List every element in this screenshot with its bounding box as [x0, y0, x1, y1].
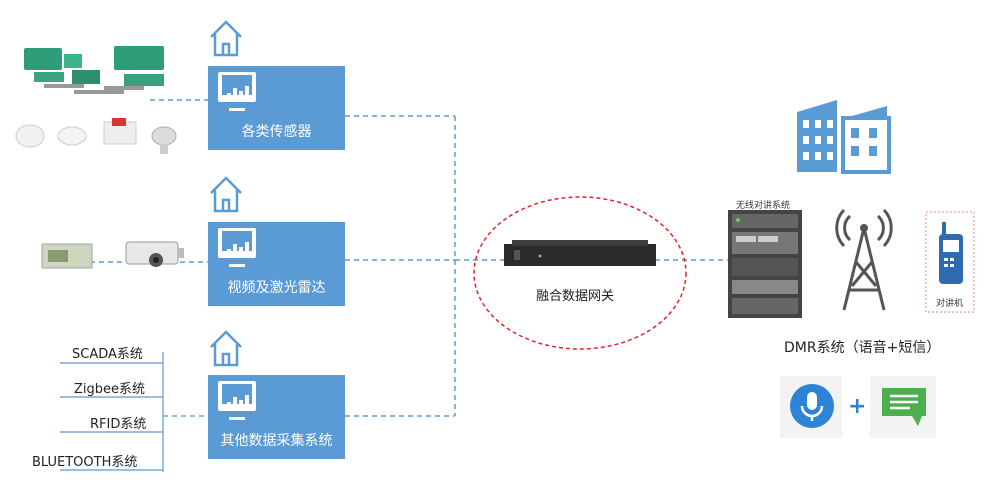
sensor-products-image: [15, 46, 177, 154]
plus-sign: +: [848, 394, 867, 419]
panel-sensors-label: 各类传感器: [241, 124, 312, 140]
antenna-tower-icon: [835, 208, 893, 311]
panel-other-label: 其他数据采集系统: [220, 433, 333, 449]
home-icon: [208, 174, 244, 214]
camera-lidar-image: [41, 241, 184, 269]
monitor-chart-icon: [218, 381, 256, 411]
panel-video-label: 视频及激光雷达: [227, 280, 326, 296]
panel-other: 其他数据采集系统: [208, 375, 345, 459]
rack-title: 无线对讲系统: [736, 201, 791, 211]
panel-sensors: 各类传感器: [208, 66, 345, 150]
radio-label: 对讲机: [936, 299, 964, 309]
gateway-label: 融合数据网关: [536, 289, 615, 304]
subsystem-label: RFID系统: [90, 417, 147, 432]
panel-video: 视频及激光雷达: [208, 222, 345, 306]
monitor-chart-icon: [218, 72, 256, 102]
message-icon: [882, 388, 926, 426]
radio-rack-image: [728, 210, 802, 318]
subsystem-label: Zigbee系统: [74, 382, 146, 397]
home-icon: [208, 18, 244, 58]
subsystem-label: SCADA系统: [72, 347, 143, 362]
home-icon: [208, 328, 244, 368]
dmr-label: DMR系统（语音+短信）: [784, 340, 941, 356]
subsystem-label: BLUETOOTH系统: [32, 455, 138, 470]
walkie-talkie-icon: [939, 222, 963, 284]
building-icon: [797, 100, 891, 174]
gateway-device: [504, 240, 656, 266]
gateway-ellipse: [473, 196, 687, 350]
monitor-chart-icon: [218, 228, 256, 258]
microphone-icon: [790, 384, 834, 428]
